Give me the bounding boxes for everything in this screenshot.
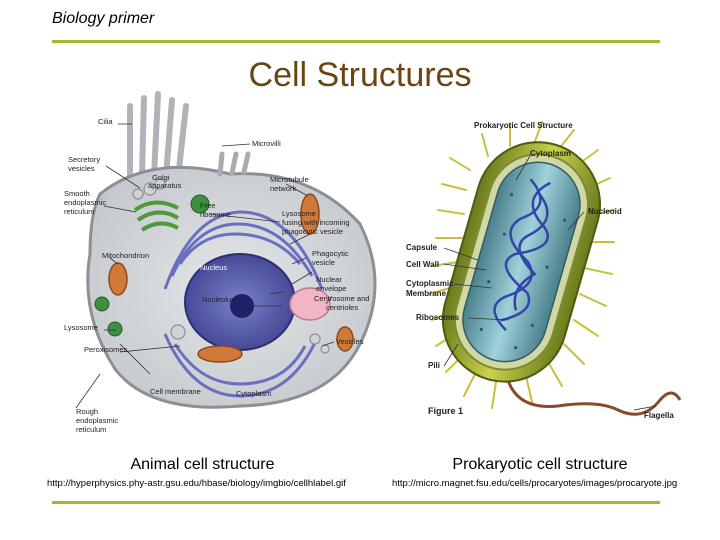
header-label: Biology primer	[52, 10, 155, 27]
prok-label-cytoplasm: Cytoplasm	[530, 149, 571, 158]
prok-label-ribosomes: Ribosomes	[416, 313, 460, 322]
prok-label-capsule: Capsule	[406, 243, 438, 252]
label-nucleus: Nucleus	[200, 263, 227, 272]
label-smooth-2: endoplasmic	[64, 198, 106, 207]
slide-title: Cell Structures	[248, 56, 472, 94]
golgi-shape	[133, 200, 180, 232]
pili-shapes	[429, 121, 615, 409]
label-mitochondrion: Mitochondrion	[102, 251, 149, 260]
label-vesicles: vesicles	[68, 164, 95, 173]
label-microvilli: Microvilli	[252, 139, 281, 148]
label-golgi-1: Golgi	[152, 173, 170, 182]
top-divider	[52, 40, 660, 43]
label-nuclear-envelope-2: envelope	[316, 284, 346, 293]
prok-label-pili: Pili	[428, 361, 440, 370]
label-cytoplasm: Cytoplasm	[236, 389, 271, 398]
prok-label-cell-wall: Cell Wall	[406, 260, 439, 269]
prok-label-nucleoid: Nucleoid	[588, 207, 622, 216]
label-nuclear-envelope-1: Nuclear	[316, 275, 342, 284]
label-cell-membrane: Cell membrane	[150, 387, 201, 396]
label-free-2: ribosome	[200, 210, 231, 219]
label-peroxisomes: Peroxisomes	[84, 345, 128, 354]
er-shapes	[163, 210, 324, 398]
nucleolus-shape	[230, 294, 254, 318]
label-rough-2: endoplasmic	[76, 416, 118, 425]
prok-label-flagella: Flagella	[644, 411, 674, 420]
label-vesicles-2: Vesicles	[336, 337, 364, 346]
prokaryote-source-url: http://micro.magnet.fsu.edu/cells/procar…	[392, 478, 678, 489]
animal-source-url: http://hyperphysics.phy-astr.gsu.edu/hba…	[47, 478, 346, 489]
prok-title: Prokaryotic Cell Structure	[474, 121, 573, 130]
label-phagocytic-2: vesicle	[312, 258, 335, 267]
prokaryote-caption: Prokaryotic cell structure	[452, 456, 628, 473]
animal-cell-diagram: Cilia Microvilli Secretory vesicles Golg…	[60, 84, 380, 442]
label-nucleolus: Nucleolus	[202, 295, 235, 304]
cilia-shapes	[127, 91, 189, 181]
label-microtubule-1: Microtubule	[270, 175, 309, 184]
nucleoid-shape	[493, 178, 551, 332]
cytoplasm-shape	[462, 161, 581, 363]
label-rough-3: reticulum	[76, 425, 106, 434]
label-lysosome-fusing-3: phagocytic vesicle	[282, 227, 343, 236]
prokaryote-diagram: Prokaryotic Cell Structure Cytoplasm Nuc…	[398, 110, 688, 428]
label-free-1: Free	[200, 201, 215, 210]
label-smooth-1: Smooth	[64, 189, 90, 198]
label-rough-1: Rough	[76, 407, 98, 416]
label-phagocytic-1: Phagocytic	[312, 249, 349, 258]
label-microtubule-2: network	[270, 184, 297, 193]
bottom-divider	[52, 501, 660, 504]
prok-label-figure: Figure 1	[428, 406, 463, 416]
label-secretory: Secretory	[68, 155, 100, 164]
label-centrosome-1: Centrosome and	[314, 294, 369, 303]
label-cilia: Cilia	[98, 117, 113, 126]
label-centrosome-2: centrioles	[326, 303, 358, 312]
prok-label-cytoplasmic: Cytoplasmic	[406, 279, 454, 288]
mitochondria-shapes	[108, 193, 354, 363]
label-lysosome-fusing-2: fusing with incoming	[282, 218, 350, 227]
label-smooth-3: reticulum	[64, 207, 94, 216]
label-lysosome: Lysosome	[64, 323, 98, 332]
label-golgi-2: apparatus	[148, 181, 182, 190]
flagellum-shape	[506, 379, 682, 416]
label-lysosome-fusing-1: Lysosome	[282, 209, 316, 218]
animal-caption: Animal cell structure	[130, 456, 275, 473]
prok-label-membrane: Membrane	[406, 289, 447, 298]
